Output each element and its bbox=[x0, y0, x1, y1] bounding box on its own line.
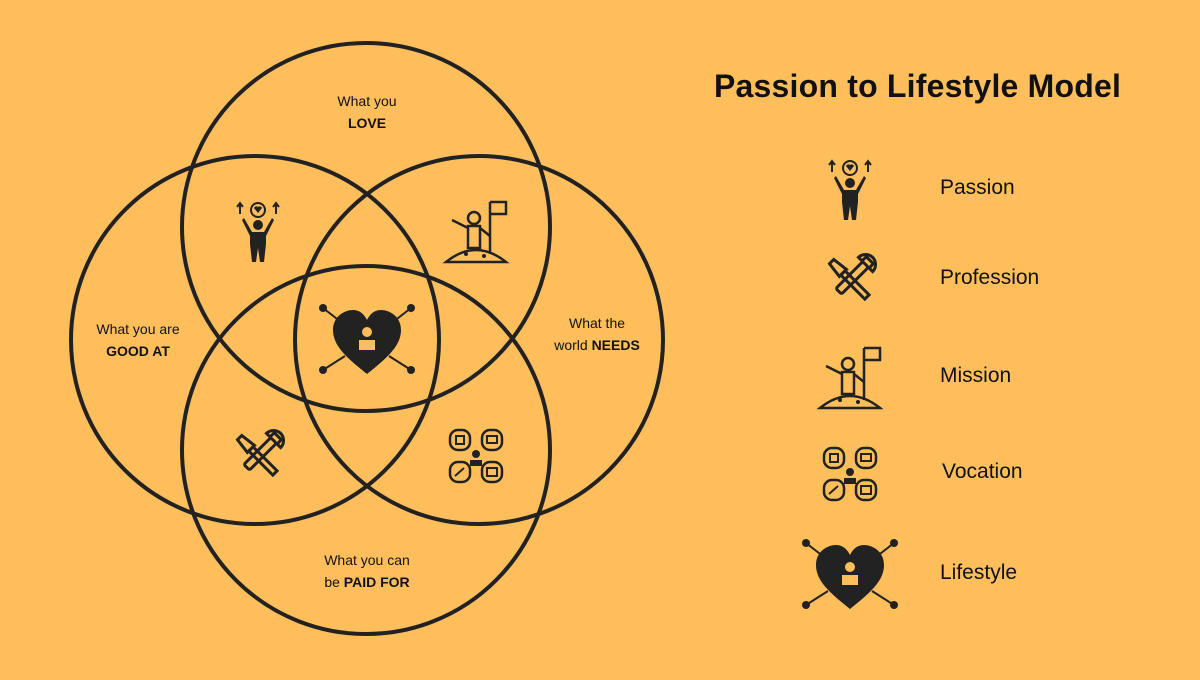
top-label-line1: What you bbox=[337, 93, 396, 109]
legend-item-profession: Profession bbox=[790, 240, 1170, 320]
circle-paid-for bbox=[180, 264, 552, 636]
top-label-line2: LOVE bbox=[348, 115, 386, 131]
profession-icon bbox=[826, 248, 882, 303]
legend-label: Lifestyle bbox=[940, 561, 1018, 584]
legend-item-lifestyle: Lifestyle bbox=[790, 535, 1170, 615]
vocation-icon bbox=[822, 446, 878, 502]
legend-label: Mission bbox=[940, 364, 1012, 387]
legend-item-vocation: Vocation bbox=[790, 434, 1170, 514]
bottom-label-line1: What you can bbox=[324, 552, 410, 568]
left-label-line2: GOOD AT bbox=[106, 343, 170, 359]
bottom-label-line2: be PAID FOR bbox=[324, 574, 409, 590]
mission-icon bbox=[444, 200, 508, 264]
passion-icon bbox=[828, 160, 872, 221]
page-title: Passion to Lifestyle Model bbox=[714, 68, 1122, 104]
mission-icon bbox=[818, 346, 882, 410]
venn-diagram: What you LOVE What you are GOOD AT What … bbox=[69, 41, 665, 636]
vocation-icon bbox=[448, 428, 504, 484]
legend-item-passion: Passion bbox=[790, 150, 1170, 230]
legend-label: Profession bbox=[940, 266, 1040, 289]
legend-label: Passion bbox=[940, 176, 1015, 199]
left-label-line1: What you are bbox=[96, 321, 179, 337]
profession-icon bbox=[234, 424, 290, 479]
right-label-line2: world NEEDS bbox=[553, 337, 640, 353]
lifestyle-icon bbox=[801, 538, 899, 610]
circle-good-at bbox=[69, 154, 441, 526]
passion-icon bbox=[236, 202, 280, 263]
lifestyle-icon bbox=[318, 303, 416, 375]
legend-item-mission: Mission bbox=[790, 338, 1170, 418]
legend-label: Vocation bbox=[942, 460, 1023, 483]
circle-love bbox=[180, 41, 552, 413]
right-label-line1: What the bbox=[569, 315, 625, 331]
circle-needs bbox=[293, 154, 665, 526]
